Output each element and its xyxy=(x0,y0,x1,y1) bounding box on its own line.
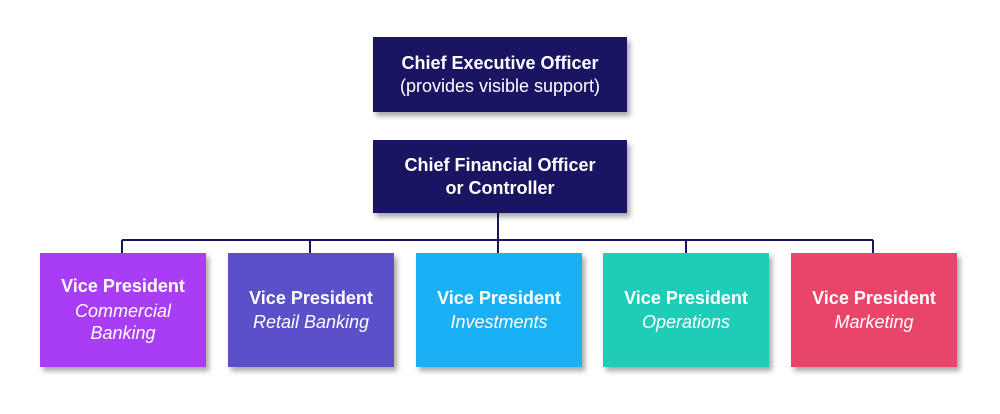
vp-retail-banking-box: Vice President Retail Banking xyxy=(228,253,394,367)
vp-operations-box: Vice President Operations xyxy=(603,253,769,367)
vp-investments-box: Vice President Investments xyxy=(416,253,582,367)
vp-area: Marketing xyxy=(834,312,914,332)
ceo-subtitle: (provides visible support) xyxy=(399,75,601,96)
vp-title: Vice President xyxy=(812,287,936,308)
ceo-box: Chief Executive Officer (provides visibl… xyxy=(373,37,627,112)
vp-area: Investments xyxy=(450,312,548,332)
vp-area: Commercial Banking xyxy=(74,300,171,344)
cfo-title-line2: or Controller xyxy=(445,177,555,198)
vp-title: Vice President xyxy=(249,287,373,308)
vp-commercial-banking-box: Vice President Commercial Banking xyxy=(40,253,206,367)
vp-marketing-box: Vice President Marketing xyxy=(791,253,957,367)
vp-area: Operations xyxy=(641,312,731,332)
cfo-title-line1: Chief Financial Officer xyxy=(404,155,596,175)
vp-area: Retail Banking xyxy=(252,312,370,332)
vp-title: Vice President xyxy=(437,287,561,308)
vp-title: Vice President xyxy=(61,276,185,297)
ceo-title: Chief Executive Officer xyxy=(401,53,599,73)
vp-title: Vice President xyxy=(624,287,748,308)
cfo-box: Chief Financial Officer or Controller xyxy=(373,140,627,213)
